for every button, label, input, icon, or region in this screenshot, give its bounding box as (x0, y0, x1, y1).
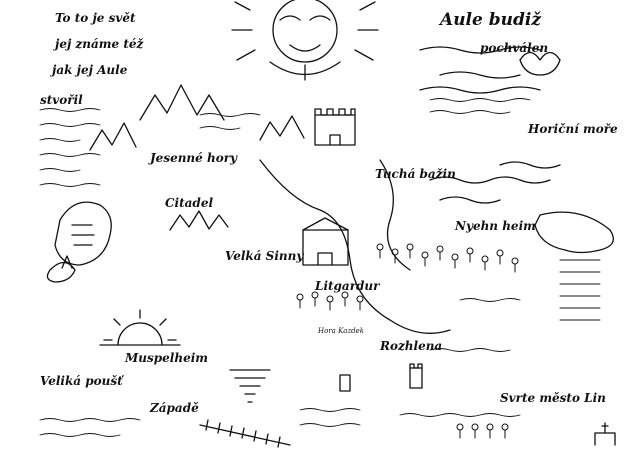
label-stvoril: stvořil (40, 93, 83, 107)
towers-icon (339, 363, 423, 392)
label-velka-sinny: Velká Sinny (225, 249, 304, 263)
label-muspelheim: Muspelheim (125, 351, 208, 365)
track-lines (199, 419, 291, 448)
title-line-1: To to je svět (55, 11, 136, 25)
label-jesenne-hory: Jesenné hory (150, 151, 237, 165)
river-line (259, 159, 451, 334)
praise-line-2: pochválen (480, 41, 549, 55)
church-icon (594, 422, 616, 446)
rising-sun-icon (99, 309, 181, 346)
flower-icon (519, 51, 561, 76)
tornado-icon (229, 369, 271, 403)
label-tucha-bazin: Tuchá bažin (375, 167, 456, 181)
dragon-icon (46, 255, 76, 283)
label-rozhlena: Rozhlena (380, 339, 443, 353)
label-litgardur: Litgardur (315, 279, 380, 293)
sea-waves (419, 46, 561, 204)
left-hand-icon (54, 201, 112, 266)
label-nyehn-heim: Nyehn heim (455, 219, 536, 233)
handwriting-scribbles (39, 98, 601, 437)
label-hora-kazdek: Hora Kazdek (318, 327, 365, 335)
praise-line-1: Aule budiž (440, 10, 541, 30)
label-zapade: Západě (150, 401, 199, 415)
label-horicni-more: Horiční moře (528, 122, 618, 136)
right-hand-icon (534, 211, 614, 254)
label-velika-poust: Veliká poušť (40, 374, 123, 388)
sun-face-icon (231, 0, 379, 81)
label-citadel: Citadel (165, 196, 214, 210)
mountains-icon (89, 84, 305, 231)
central-castle-icon (302, 217, 349, 266)
trees-icon (296, 243, 519, 439)
title-line-2: jej známe též (55, 37, 144, 51)
title-line-3: jak jej Aule (52, 63, 128, 77)
castle-icon (314, 108, 356, 146)
label-svrte-mesto: Svrte město Lin (500, 391, 606, 405)
